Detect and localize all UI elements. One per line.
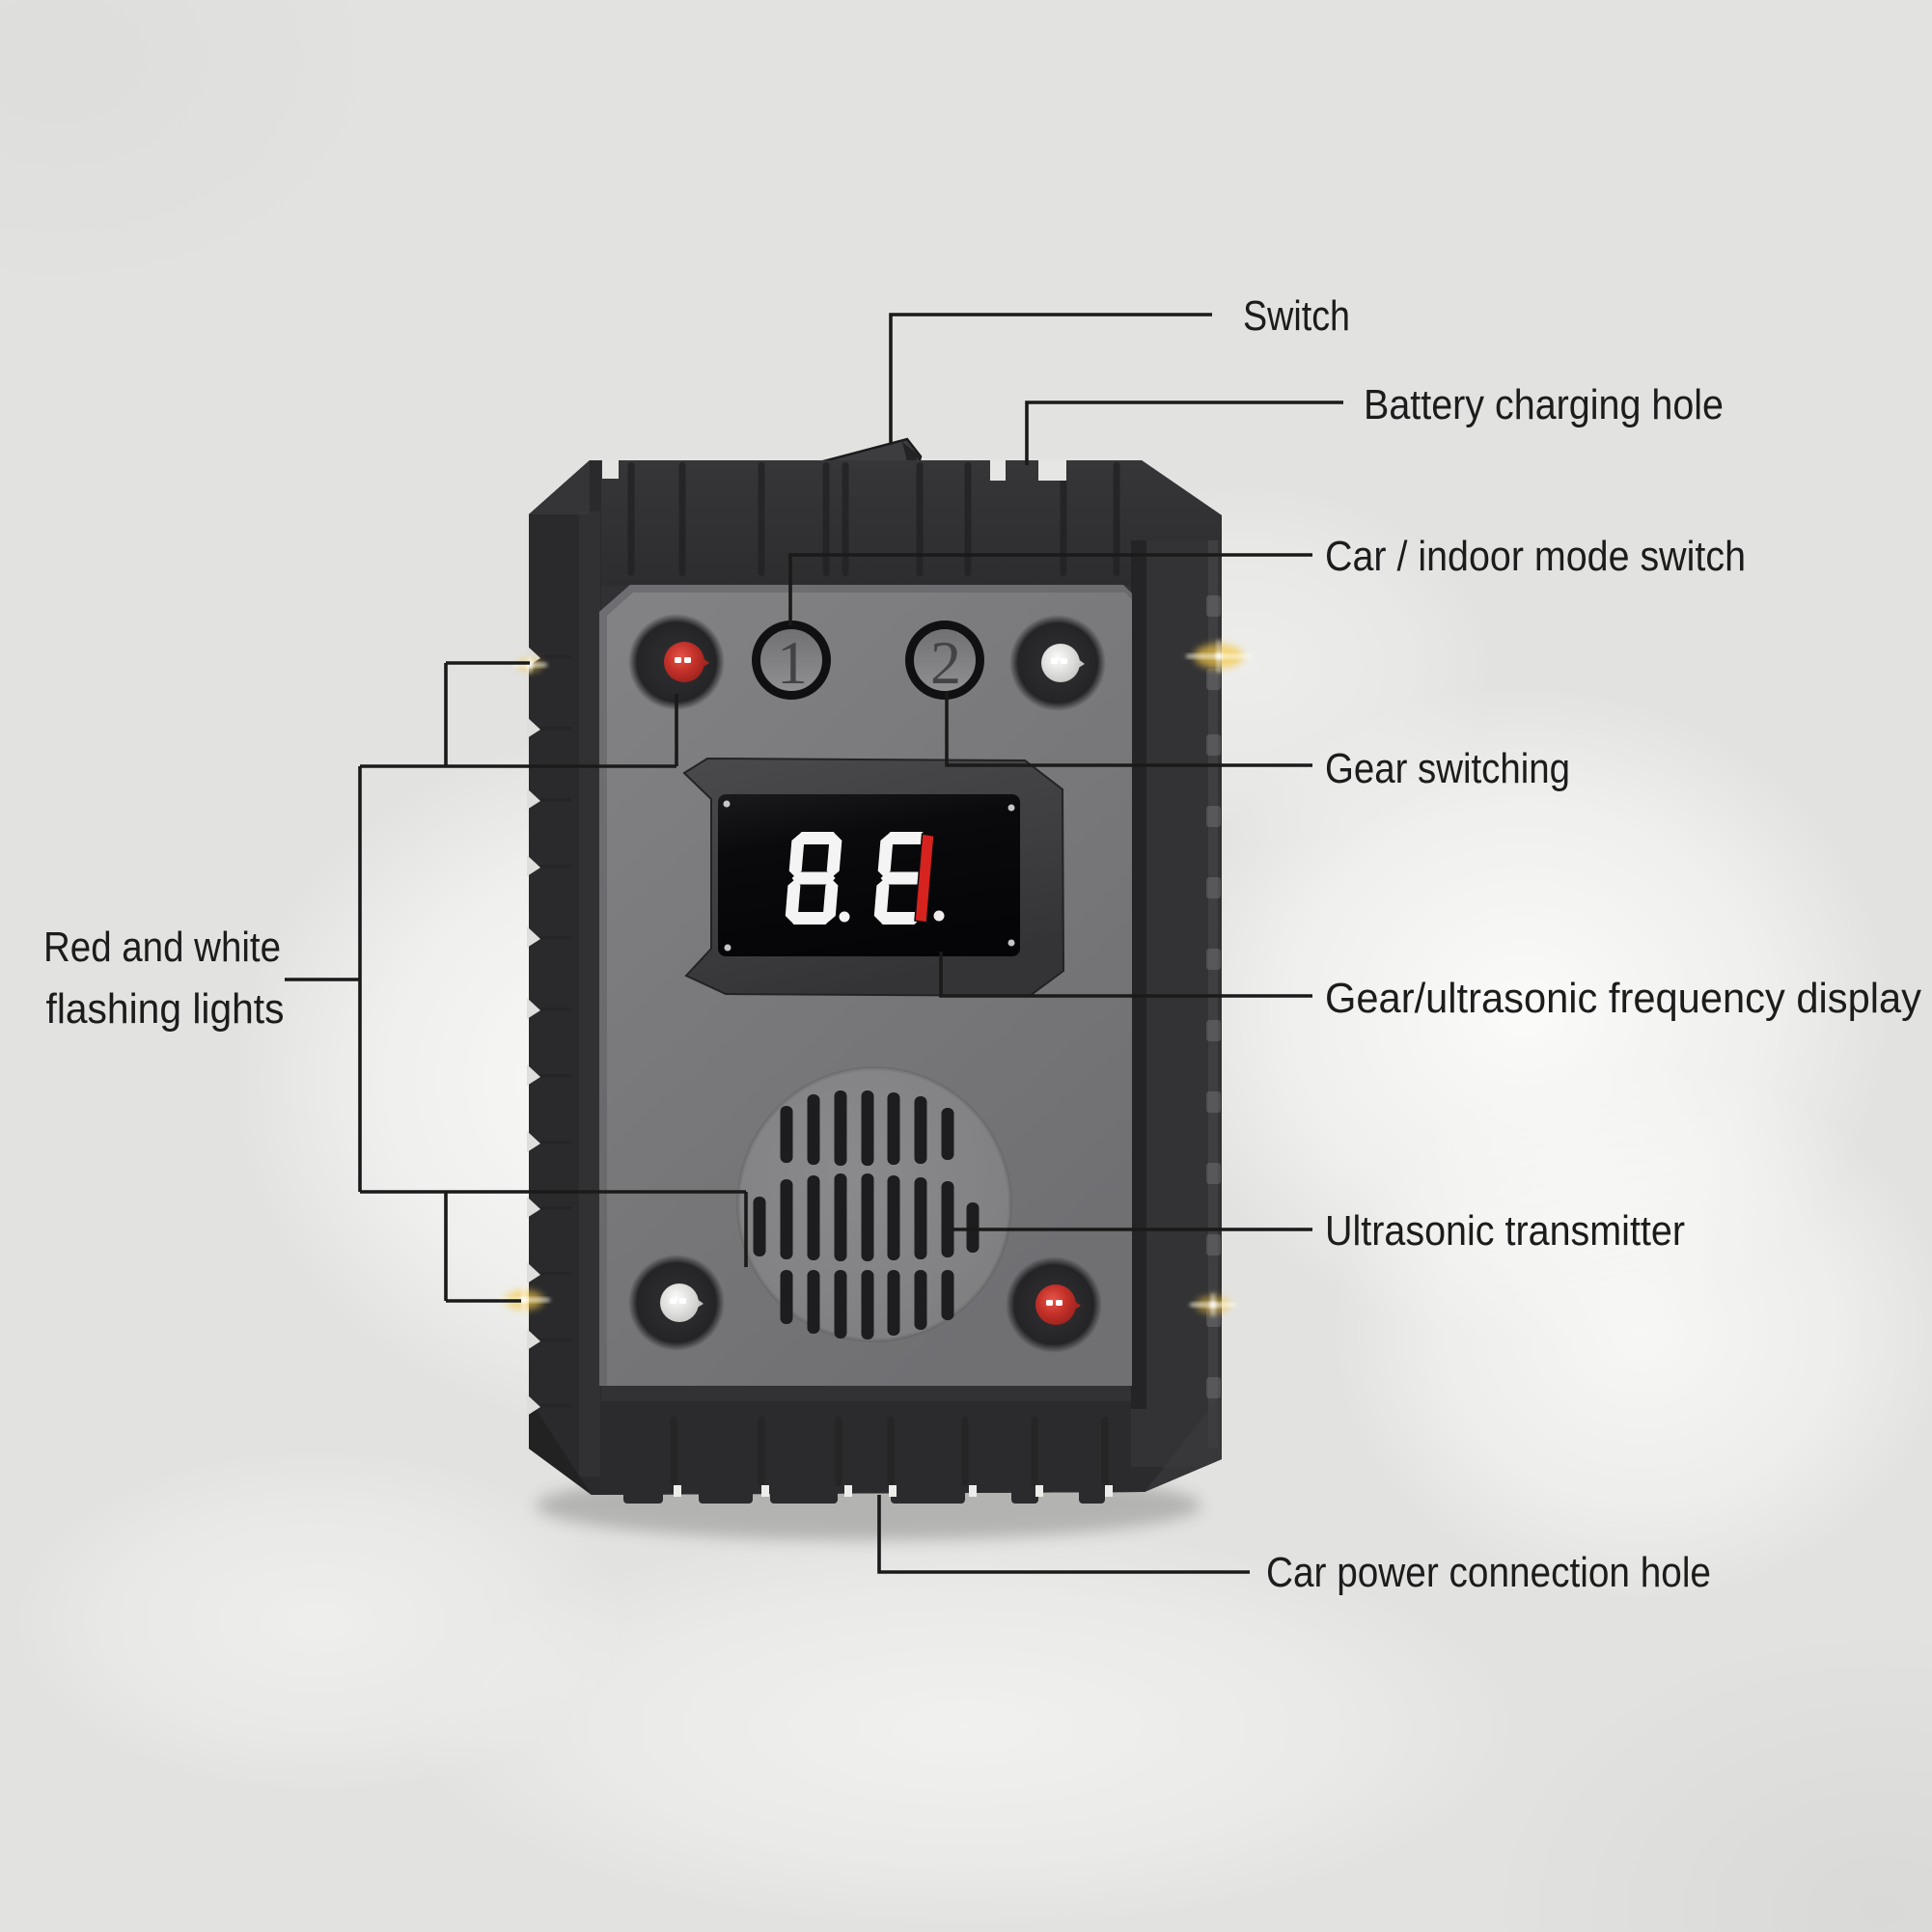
svg-text:Gear/ultrasonic frequency disp: Gear/ultrasonic frequency display (1325, 975, 1921, 1022)
svg-text:Gear switching: Gear switching (1325, 745, 1570, 792)
svg-text:Car power connection hole: Car power connection hole (1266, 1549, 1711, 1596)
svg-text:1: 1 (777, 628, 808, 697)
svg-text:Battery charging hole: Battery charging hole (1364, 381, 1724, 428)
svg-text:2: 2 (930, 628, 961, 697)
svg-text:Red and white: Red and white (43, 924, 281, 971)
svg-text:Ultrasonic transmitter: Ultrasonic transmitter (1325, 1207, 1685, 1255)
svg-text:Car / indoor mode switch: Car / indoor mode switch (1325, 533, 1746, 580)
svg-text:flashing lights: flashing lights (46, 985, 285, 1033)
svg-text:Switch: Switch (1243, 292, 1350, 340)
